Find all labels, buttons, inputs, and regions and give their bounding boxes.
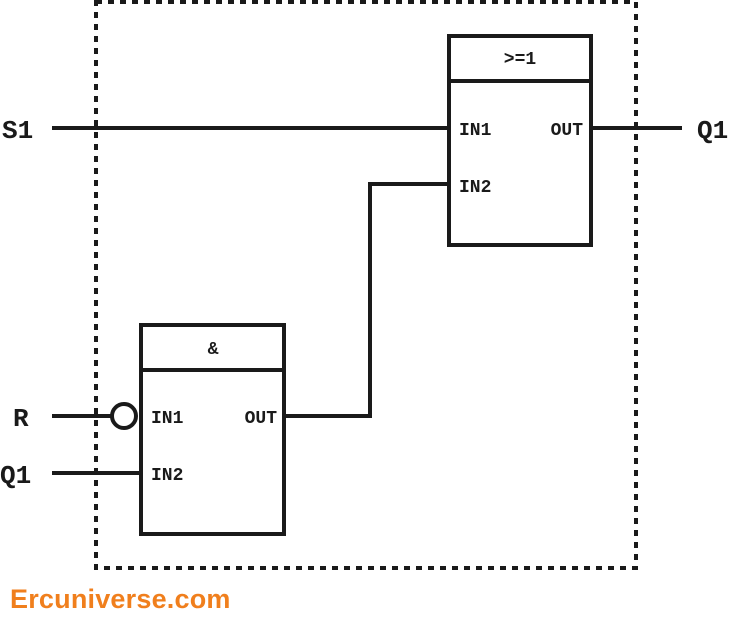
signal-s1-label: S1 xyxy=(2,116,33,146)
and-block: & IN1 IN2 OUT xyxy=(139,323,286,536)
signal-r-label: R xyxy=(13,404,29,434)
and-block-in1-label: IN1 xyxy=(151,409,184,429)
or-block-in1-label: IN1 xyxy=(459,121,492,141)
or-block: >=1 IN1 IN2 OUT xyxy=(447,34,593,247)
and-block-title: & xyxy=(208,340,219,360)
or-block-body xyxy=(447,34,593,247)
and-block-in2-label: IN2 xyxy=(151,466,183,486)
and-block-body xyxy=(139,323,286,536)
inverter-bubble xyxy=(110,402,138,430)
signal-q1-input-label: Q1 xyxy=(0,461,31,491)
watermark-text: Ercuniverse.com xyxy=(10,584,231,614)
function-block-boundary xyxy=(94,0,638,570)
and-block-out-label: OUT xyxy=(245,409,278,429)
signal-q1-output-label: Q1 xyxy=(697,116,728,146)
or-block-in2-label: IN2 xyxy=(459,178,491,198)
or-block-out-label: OUT xyxy=(551,121,584,141)
or-block-title: >=1 xyxy=(504,50,537,70)
wire-and-out-to-or-in2 xyxy=(284,182,449,418)
